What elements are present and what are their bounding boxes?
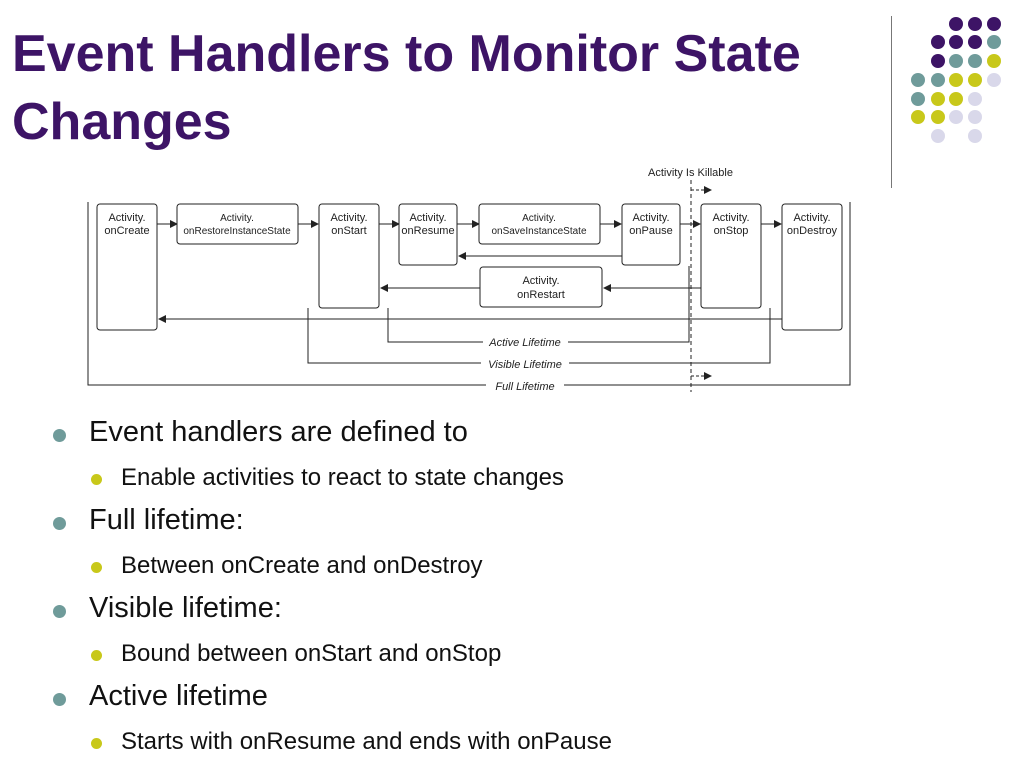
box-ondestroy-line1: Activity. xyxy=(793,212,830,224)
sub-bullet-item: Between onCreate and onDestroy xyxy=(91,552,483,579)
decorative-dot xyxy=(931,54,945,68)
full-lifetime-bracket xyxy=(87,202,851,386)
decorative-dot xyxy=(968,73,982,87)
sub-bullet-item: Enable activities to react to state chan… xyxy=(91,464,564,491)
title-divider-line xyxy=(891,16,892,188)
box-onpause-line2: onPause xyxy=(629,225,672,237)
box-onrestore-line1: Activity. xyxy=(220,213,254,224)
decorative-dot xyxy=(911,92,925,106)
box-oncreate-line2: onCreate xyxy=(104,225,149,237)
decorative-dot xyxy=(987,17,1001,31)
decorative-dot xyxy=(968,17,982,31)
active-lifetime-label: Active Lifetime xyxy=(488,337,561,349)
bullet-item: Full lifetime: xyxy=(53,504,244,536)
decorative-dot xyxy=(949,110,963,124)
box-onrestart-line1: Activity. xyxy=(522,275,559,287)
box-onsaveinstancestate: Activity. onSaveInstanceState xyxy=(478,203,601,245)
box-ondestroy-line2: onDestroy xyxy=(787,225,838,237)
box-onstop: Activity. onStop xyxy=(700,203,762,309)
slide-title: Event Handlers to Monitor State Changes xyxy=(12,25,801,151)
decorative-dot xyxy=(987,35,1001,49)
box-oncreate: Activity. onCreate xyxy=(96,203,158,331)
decorative-dot xyxy=(949,17,963,31)
sub-bullet-item: Bound between onStart and onStop xyxy=(90,640,502,667)
decorative-dot xyxy=(968,54,982,68)
killable-label: Activity Is Killable xyxy=(648,167,733,179)
box-onpause-line1: Activity. xyxy=(632,212,669,224)
decorative-dot xyxy=(911,110,925,124)
box-onrestore-line2: onRestoreInstanceState xyxy=(183,226,291,237)
full-lifetime-label: Full Lifetime xyxy=(495,381,554,392)
box-onrestart: Activity. onRestart xyxy=(479,266,603,308)
bullet-item: Visible lifetime: xyxy=(53,592,282,624)
box-onrestart-line2: onRestart xyxy=(517,289,565,301)
box-ondestroy: Activity. onDestroy xyxy=(781,203,843,331)
decorative-dot xyxy=(931,129,945,143)
decorative-dot xyxy=(949,35,963,49)
box-onpause: Activity. onPause xyxy=(621,203,681,266)
decorative-dot xyxy=(911,73,925,87)
box-onstart: Activity. onStart xyxy=(318,203,380,309)
decorative-dot xyxy=(968,35,982,49)
box-onresume: Activity. onResume xyxy=(398,203,458,266)
decorative-dot xyxy=(968,92,982,106)
box-onsave-line2: onSaveInstanceState xyxy=(491,226,587,237)
box-onrestoreinstancestate: Activity. onRestoreInstanceState xyxy=(176,203,299,245)
box-onstop-line1: Activity. xyxy=(712,212,749,224)
decorative-dot xyxy=(931,73,945,87)
box-onresume-line1: Activity. xyxy=(409,212,446,224)
box-onstart-line1: Activity. xyxy=(330,212,367,224)
bullet-item: Active lifetime xyxy=(53,680,268,712)
box-onsave-line1: Activity. xyxy=(522,213,556,224)
box-onresume-line2: onResume xyxy=(401,225,454,237)
box-oncreate-line1: Activity. xyxy=(108,212,145,224)
decorative-dot xyxy=(949,73,963,87)
box-onstop-line2: onStop xyxy=(714,225,749,237)
activity-lifecycle-diagram: Activity Is Killable Active Lifetime Vis… xyxy=(87,167,851,392)
decorative-dot xyxy=(949,54,963,68)
decorative-dot xyxy=(931,92,945,106)
sub-bullet-item: Starts with onResume and ends with onPau… xyxy=(91,728,612,755)
decorative-dot xyxy=(931,35,945,49)
decorative-dot xyxy=(968,110,982,124)
box-onstart-line2: onStart xyxy=(331,225,366,237)
decorative-dot xyxy=(987,54,1001,68)
decorative-dot xyxy=(987,73,1001,87)
decorative-dot xyxy=(968,129,982,143)
visible-lifetime-label: Visible Lifetime xyxy=(488,359,562,371)
decorative-dot xyxy=(931,110,945,124)
decorative-dot xyxy=(949,92,963,106)
bullet-item: Event handlers are defined to xyxy=(53,416,468,448)
